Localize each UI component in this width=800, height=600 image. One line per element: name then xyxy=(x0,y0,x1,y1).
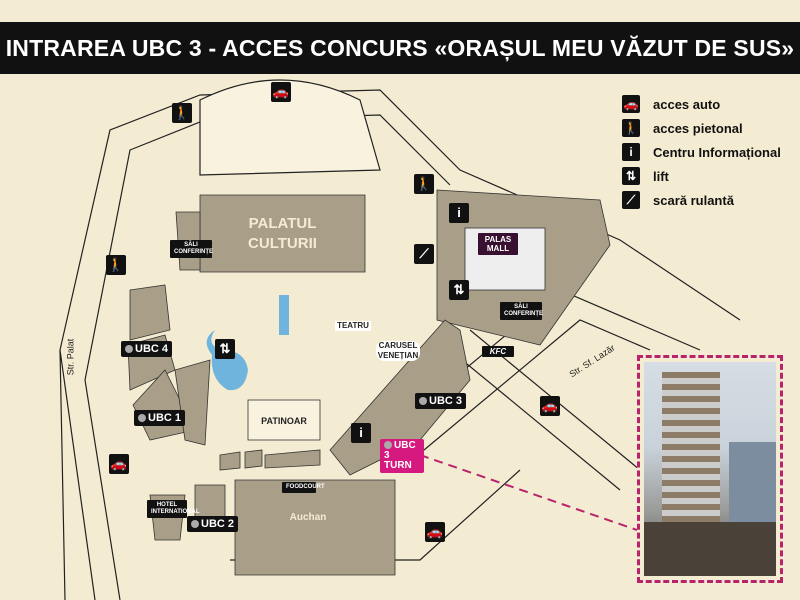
ubc-dot-icon xyxy=(125,345,133,353)
escalator-icon: ⟋ xyxy=(414,244,434,264)
page-title: INTRAREA UBC 3 - ACCES CONCURS «ORAȘUL M… xyxy=(0,22,800,74)
palas-mall-logo: PALAS MALL xyxy=(478,233,518,255)
car-icon: 🚗 xyxy=(622,95,640,113)
sali-conferinte-right-label: SĂLI CONFERINȚE xyxy=(500,302,543,320)
ubc4-label: UBC 4 xyxy=(121,341,173,357)
car-icon: 🚗 xyxy=(540,396,560,416)
sali-conferinte-left-label: SĂLI CONFERINȚE xyxy=(170,240,213,258)
lift-icon: ⇅ xyxy=(622,167,640,185)
legend-item-pedestrian: 🚶 acces pietonal xyxy=(622,116,781,140)
ubc3-tower-photo xyxy=(637,355,783,583)
ubc-dot-icon xyxy=(419,397,427,405)
pedestrian-icon: 🚶 xyxy=(622,119,640,137)
lift-icon: ⇅ xyxy=(449,280,469,300)
label-line: PALATUL xyxy=(248,215,317,232)
legend-item-escalator: ⟋ scară rulantă xyxy=(622,188,781,212)
car-icon: 🚗 xyxy=(425,522,445,542)
car-icon: 🚗 xyxy=(271,82,291,102)
legend-label: scară rulantă xyxy=(653,192,734,208)
lift-icon: ⇅ xyxy=(215,339,235,359)
tower-image xyxy=(644,362,776,576)
foodcourt-label: FOODCOURT xyxy=(282,482,325,493)
legend-label: acces pietonal xyxy=(653,120,743,136)
legend-item-lift: ⇅ lift xyxy=(622,164,781,188)
info-icon: i xyxy=(622,143,640,161)
ubc-name: UBC 3 xyxy=(429,395,463,407)
ubc-name: UBC 1 xyxy=(148,412,182,424)
pedestrian-icon: 🚶 xyxy=(106,255,126,275)
car-icon: 🚗 xyxy=(109,454,129,474)
ubc2-label: UBC 2 xyxy=(187,516,239,532)
ubc-name: UBC 4 xyxy=(135,343,169,355)
kfc-logo: KFC xyxy=(482,346,514,357)
legend-label: acces auto xyxy=(653,96,721,112)
legend-item-car: 🚗 acces auto xyxy=(622,92,781,116)
patinoar-label: PATINOAR xyxy=(261,416,307,426)
legend-label: lift xyxy=(653,168,669,184)
teatru-label: TEATRU xyxy=(335,321,371,331)
legend-label: Centru Informațional xyxy=(653,144,781,160)
pedestrian-icon: 🚶 xyxy=(414,174,434,194)
street-palat-label: Str. Palat xyxy=(65,338,76,376)
legend-item-info: i Centru Informațional xyxy=(622,140,781,164)
photo-pointer-line xyxy=(419,454,638,531)
info-icon: i xyxy=(351,423,371,443)
escalator-icon: ⟋ xyxy=(622,191,640,209)
auchan-logo: Auchan xyxy=(289,512,327,523)
carusel-venetian-label: CARUSEL VENEȚIAN xyxy=(376,341,420,361)
pedestrian-icon: 🚶 xyxy=(172,103,192,123)
ubc-dot-icon xyxy=(138,414,146,422)
legend: 🚗 acces auto 🚶 acces pietonal i Centru Info… xyxy=(622,92,781,212)
ubc3-label: UBC 3 xyxy=(415,393,467,409)
pond xyxy=(206,330,248,391)
hotel-international-label: HOTEL INTERNATIONAL xyxy=(147,500,200,518)
ubc-dot-icon xyxy=(384,441,392,449)
palatul-culturii-label: PALATUL CULTURII xyxy=(215,214,350,254)
ubc-name: UBC 3 TURN xyxy=(384,440,416,471)
ubc1-label: UBC 1 xyxy=(134,410,186,426)
label-line: CULTURII xyxy=(248,235,317,252)
ubc-name: UBC 2 xyxy=(201,518,235,530)
info-icon: i xyxy=(449,203,469,223)
ubc3-turn-label[interactable]: UBC 3 TURN xyxy=(380,439,424,473)
ubc-dot-icon xyxy=(191,520,199,528)
